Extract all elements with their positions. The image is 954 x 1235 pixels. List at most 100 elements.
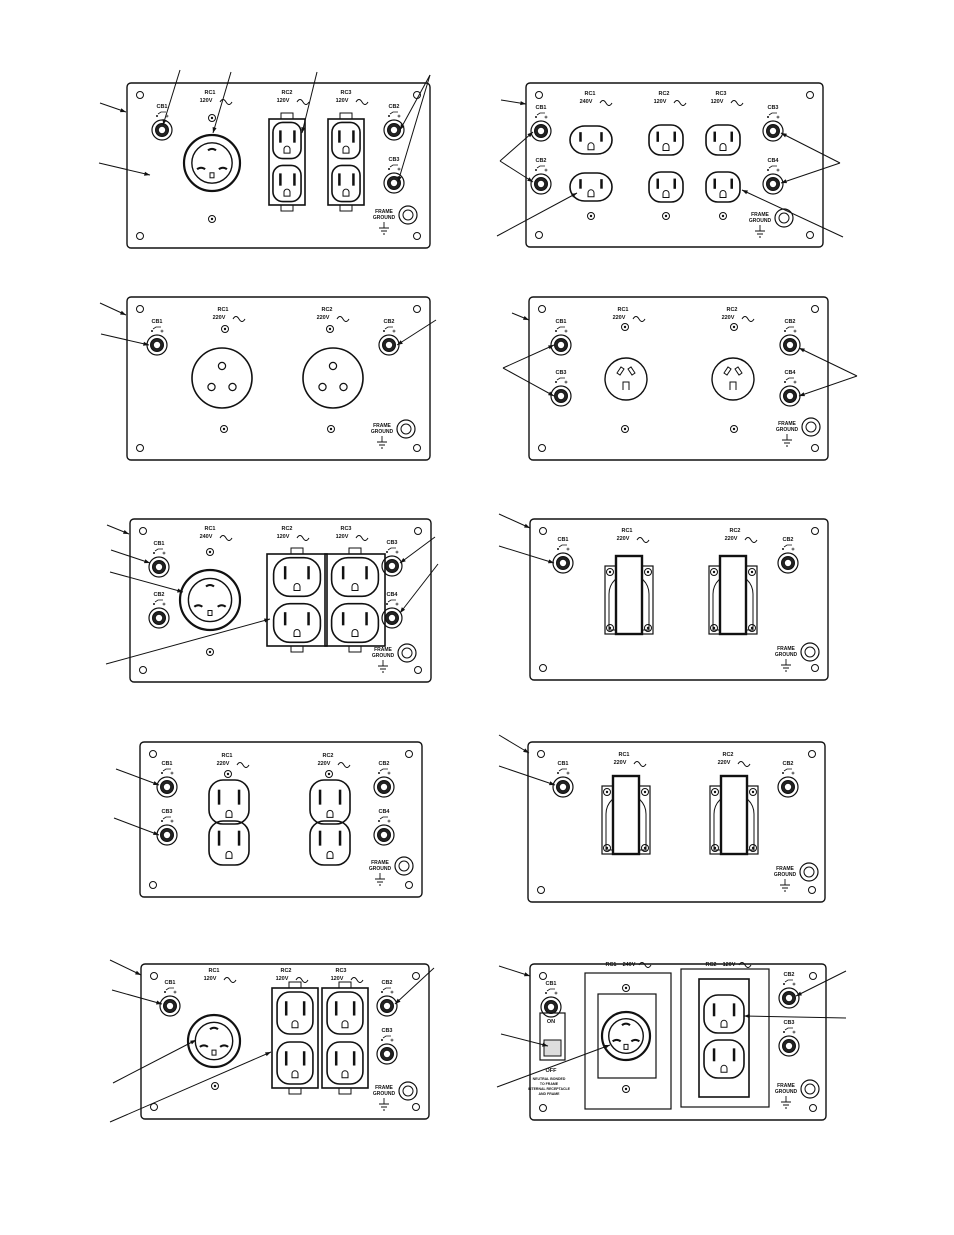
outlet-slot-icon <box>732 1048 736 1062</box>
mounting-screw-icon <box>809 1104 817 1112</box>
outlet-slot-icon <box>352 173 355 186</box>
callout-leader-line <box>301 71 318 134</box>
twist-lock-receptacle-icon <box>178 568 242 632</box>
screw-icon <box>606 568 614 576</box>
panel-outline <box>529 963 827 1121</box>
screw-icon <box>748 568 756 576</box>
callout-leader-line <box>109 571 184 593</box>
outlet-slot-icon <box>318 789 322 805</box>
outlet-slot-icon <box>713 178 716 189</box>
rc2-label: RC2 <box>322 753 333 759</box>
callout-leader-line <box>394 967 435 1005</box>
outlet-face-icon <box>309 779 351 825</box>
callout-arrow-icon <box>744 1014 750 1019</box>
switch-symbol-icon <box>767 169 769 171</box>
ground-stud-icon <box>394 856 414 876</box>
circuit-breaker-icon <box>786 341 794 349</box>
circuit-breaker-icon <box>785 1042 793 1050</box>
mounting-tab-icon <box>290 645 304 653</box>
panel-outline <box>139 741 423 898</box>
cb1-label: CB1 <box>535 105 546 111</box>
switch-symbol-icon <box>170 819 174 823</box>
outlet-slot-icon <box>217 830 221 846</box>
cb2-label: CB2 <box>535 158 546 164</box>
frame-ground-label: GROUND <box>371 429 394 435</box>
switch-symbol-icon <box>395 602 399 606</box>
screw-icon <box>712 570 716 574</box>
outlet-ground-icon <box>662 143 670 151</box>
callout-leader-line <box>111 989 163 1005</box>
cb3-label: CB3 <box>161 809 172 815</box>
switch-symbol-icon <box>153 603 155 605</box>
outlet-slot-icon <box>338 173 341 186</box>
frame-ground-label: FRAME <box>777 1083 795 1089</box>
screw-icon <box>646 626 650 630</box>
callout-leader-line <box>496 192 578 237</box>
switch-symbol-icon <box>776 115 780 119</box>
switch-symbol-icon <box>173 990 177 994</box>
ac-symbol-icon <box>744 537 758 543</box>
switch-symbol-icon <box>381 991 383 993</box>
cb3-label: CB3 <box>381 1028 392 1034</box>
switch-symbol-icon <box>535 169 537 171</box>
circuit-breaker-icon <box>390 126 398 134</box>
twist-lock-slot-icon <box>205 584 215 588</box>
switch-symbol-icon <box>397 167 401 171</box>
ground-stud-icon <box>800 1079 820 1099</box>
screw-icon <box>606 624 614 632</box>
mounting-screw-icon <box>535 231 543 239</box>
outlet-ground-icon <box>326 850 334 859</box>
callout-arrow-icon <box>153 831 159 835</box>
screw-icon <box>721 214 725 218</box>
circuit-breaker-icon <box>778 1035 800 1057</box>
switch-symbol-icon <box>546 988 555 992</box>
ac-symbol-icon <box>232 316 246 322</box>
callout-arrow-icon <box>120 108 126 113</box>
outlet-slot-icon <box>307 612 310 626</box>
rc2-label: RC2 <box>705 962 716 968</box>
outlet-slot-icon <box>713 131 716 142</box>
callout-arrow-icon <box>135 970 141 975</box>
outlet-slot-icon <box>217 789 221 805</box>
ground-stud-icon <box>398 860 410 872</box>
outlet-ground-icon <box>326 809 334 818</box>
switch-symbol-icon <box>162 551 166 555</box>
switch-symbol-icon <box>387 819 391 823</box>
screw-icon <box>643 846 647 850</box>
callout-arrow-icon <box>799 348 805 353</box>
screw-icon <box>732 427 736 431</box>
outlet-face-icon <box>272 602 322 644</box>
rc2-label: RC2 <box>281 526 292 532</box>
twist-lock-slot-icon <box>219 1044 229 1048</box>
panel-outline <box>528 296 829 461</box>
rc3-label: RC3 <box>340 90 351 96</box>
screw-icon <box>643 790 647 794</box>
screw-icon <box>605 846 609 850</box>
outlet-ground-icon <box>225 850 233 859</box>
ac-symbol-icon <box>296 535 310 541</box>
outlet-face-icon <box>276 991 314 1035</box>
switch-symbol-icon <box>379 816 388 820</box>
screw-icon <box>749 788 757 796</box>
ground-symbol-icon <box>379 222 389 235</box>
screw-icon <box>624 1087 628 1091</box>
circuit-breaker-icon <box>383 119 405 141</box>
switch-symbol-icon <box>558 544 567 548</box>
mounting-screw-icon <box>136 91 144 99</box>
callout-arrow-icon <box>264 618 270 623</box>
callout-arrow-icon <box>162 119 167 125</box>
rc1-voltage-label: 220V <box>613 315 626 321</box>
screw-icon <box>326 325 334 333</box>
mounting-screw-icon <box>139 527 147 535</box>
switch-symbol-icon <box>160 329 164 333</box>
circuit-breaker-icon <box>552 776 574 798</box>
panel-outline <box>527 741 826 903</box>
callout-leader-line <box>798 375 858 397</box>
round-receptacle-icon <box>191 347 253 409</box>
screw-icon <box>325 770 333 778</box>
ground-stud-icon <box>805 421 817 433</box>
switch-symbol-icon <box>381 1039 383 1041</box>
outlet-face-icon <box>208 820 250 866</box>
screw-icon <box>713 790 717 794</box>
switch-symbol-icon <box>389 111 398 115</box>
